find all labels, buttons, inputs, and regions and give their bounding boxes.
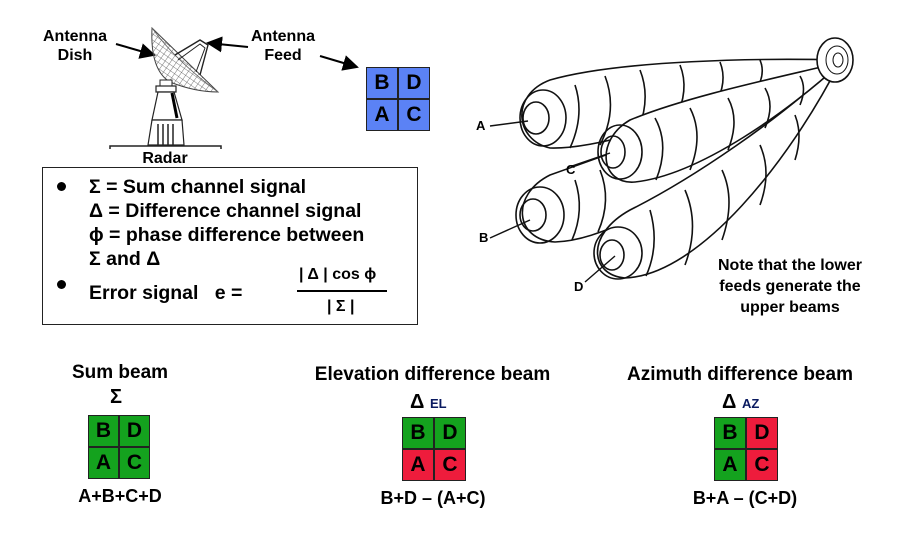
sum-cell-c: C (120, 448, 149, 478)
feed-label-line1: Antenna (251, 28, 315, 45)
elevation-cell-a: A (403, 450, 433, 480)
azimuth-symbol: Δ AZ (722, 391, 759, 414)
azimuth-subscript: AZ (741, 396, 760, 411)
beam-label-d: D (574, 279, 584, 294)
elevation-cell-b: B (403, 418, 433, 448)
sum-symbol: Σ (110, 386, 122, 409)
sum-symbol-glyph: Σ (110, 386, 123, 408)
note-line2: feeds generate the (719, 278, 861, 295)
bullet-icon (57, 280, 66, 289)
azimuth-cell-a: A (715, 450, 745, 480)
dish-arrow (115, 43, 156, 59)
azimuth-beam-formula: B+A – (C+D) (692, 488, 798, 508)
feed-cell-d: D (399, 68, 429, 98)
beam-note: Note that the lower feeds generate the u… (690, 255, 890, 318)
antenna-feed-grid: B D A C (366, 67, 430, 131)
sum-cell-b: B (89, 416, 118, 446)
error-signal-label: Error signal e = (89, 282, 243, 304)
error-numerator: | Δ | cos ϕ (299, 266, 377, 283)
feed-cell-a: A (367, 100, 397, 130)
elevation-symbol: Δ EL (410, 391, 447, 414)
difference-definition: Δ = Difference channel signal (89, 200, 362, 222)
dish-label-line2: Dish (57, 47, 93, 64)
elevation-beam-formula: B+D – (A+C) (380, 488, 486, 508)
elevation-beam-title: Elevation difference beam (314, 364, 551, 385)
sum-beam-title: Sum beam (71, 362, 169, 383)
antenna-feed-label: Antenna Feed (243, 27, 323, 65)
azimuth-cell-b: B (715, 418, 745, 448)
feed-cell-b: B (367, 68, 397, 98)
note-line3: upper beams (740, 299, 840, 316)
sum-cell-d: D (120, 416, 149, 446)
error-denominator: | Σ | (327, 298, 355, 315)
elevation-symbol-glyph: Δ (410, 391, 425, 413)
beam-c (597, 61, 843, 183)
radar-antenna-illustration (109, 26, 359, 149)
bullet-icon (57, 182, 66, 191)
monopulse-beam-illustration (489, 37, 854, 283)
dish-label-line1: Antenna (43, 28, 107, 45)
note-line1: Note that the lower (717, 257, 862, 274)
elevation-beam-grid: B D A C (402, 417, 466, 481)
phase-definition-cont: Σ and Δ (89, 248, 161, 270)
azimuth-beam-grid: B D A C (714, 417, 778, 481)
sum-definition: Σ = Sum channel signal (89, 176, 307, 198)
beam-label-c: C (566, 162, 576, 177)
beam-label-b: B (479, 230, 489, 245)
sum-beam-grid: B D A C (88, 415, 150, 479)
azimuth-cell-d: D (747, 418, 777, 448)
beam-label-a: A (476, 118, 486, 133)
antenna-dish-label: Antenna Dish (30, 27, 120, 65)
sum-cell-a: A (89, 448, 118, 478)
phase-definition: ϕ = phase difference between (89, 224, 365, 246)
azimuth-symbol-glyph: Δ (722, 391, 737, 413)
feed-grid-arrow (319, 55, 359, 71)
radar-label: Radar (142, 150, 188, 167)
azimuth-beam-title: Azimuth difference beam (627, 364, 853, 385)
feed-arrow (206, 36, 249, 53)
elevation-cell-c: C (435, 450, 465, 480)
feed-label-line2: Feed (264, 47, 302, 64)
definitions-box: Σ = Sum channel signal Δ = Difference ch… (42, 167, 418, 325)
sum-beam-formula: A+B+C+D (78, 486, 162, 506)
elevation-subscript: EL (429, 396, 447, 411)
elevation-cell-d: D (435, 418, 465, 448)
fraction-bar (297, 290, 387, 292)
azimuth-cell-c: C (747, 450, 777, 480)
beam-d (593, 61, 841, 280)
feed-cell-c: C (399, 100, 429, 130)
